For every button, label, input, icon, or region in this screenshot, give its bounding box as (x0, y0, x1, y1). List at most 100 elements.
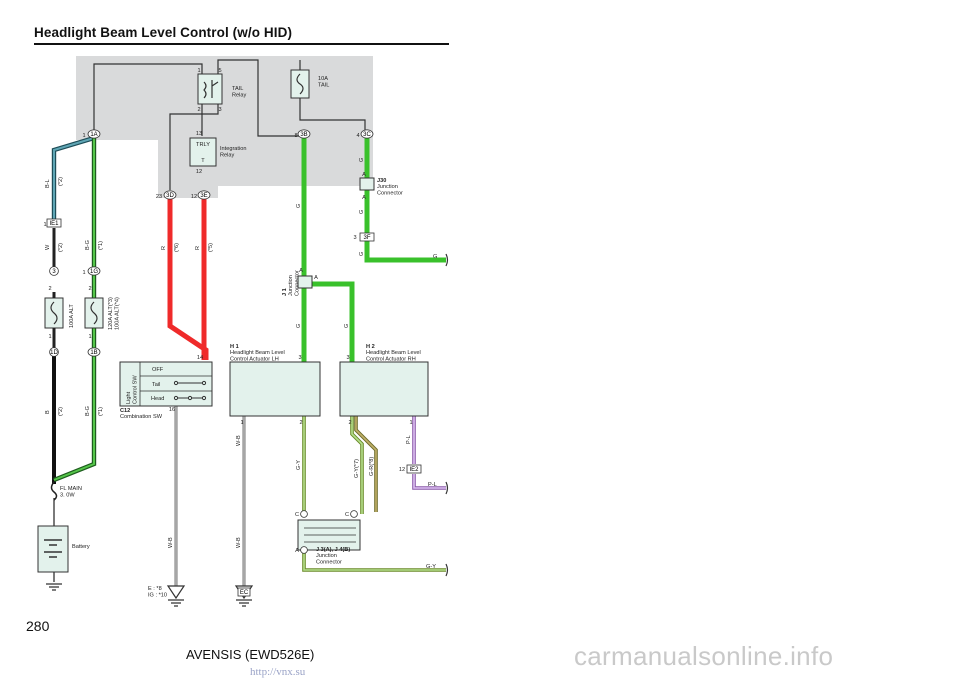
pin-h2-2: 2 (348, 420, 351, 426)
fuse-100a-alt (44, 292, 64, 348)
label-light-sw: LightControl SW (126, 375, 138, 404)
wire-r-6 (167, 198, 209, 360)
pin-2-a: 2 (48, 286, 51, 292)
pin-1-b: 1 (43, 222, 46, 228)
watermark-url[interactable]: http://vnx.su (250, 666, 306, 678)
wire-g-j1 (304, 281, 355, 362)
label-h1-id: H 1 (230, 344, 239, 350)
badge-3f: 3F (359, 232, 375, 242)
wire-label-g-6: G (344, 324, 350, 328)
svg-text:3B: 3B (300, 132, 307, 138)
pin-h1-1: 1 (240, 420, 243, 426)
label-sw-head: Head (151, 396, 164, 402)
j3-j4-connector (297, 519, 361, 551)
pin-a-3: A (299, 268, 303, 274)
svg-text:3C: 3C (363, 132, 371, 138)
wire-label-b-l: B-L (45, 179, 51, 188)
wire-label-w-b-3: W-B (236, 537, 242, 548)
wire-b-g-lower (53, 356, 97, 483)
pin-1-e: 1 (88, 334, 91, 340)
badge-3b: 3B (297, 129, 311, 139)
wire-label-r-5: R (195, 246, 201, 250)
pin-23: 23 (156, 194, 162, 200)
pin-h1-2: 2 (299, 420, 302, 426)
combination-switch (119, 361, 213, 407)
pin-1-a: 1 (82, 133, 85, 139)
connector-badges: 1A 3B 3C 3D 3E IE1 3F 3 1G 1D 1B IE2 EC (46, 129, 422, 597)
relay-block-shade (76, 56, 373, 198)
badge-3d: 3D (163, 190, 177, 200)
pin-a-1: A (362, 172, 366, 178)
top-wires (93, 59, 366, 190)
j1-connector (297, 275, 313, 289)
pin-3-j: 3 (353, 235, 356, 241)
fuse-120a-alt (84, 297, 104, 329)
wire-label-b-g2-note: (*1) (98, 407, 104, 416)
wire-label-p-l-out: P-L (428, 482, 437, 488)
wire-label-g-y-out: G-Y (426, 564, 436, 570)
wire-label-r-5-note: (*5) (208, 243, 214, 252)
wire-label-b-g2: B-G (85, 406, 91, 416)
badge-j3-a2 (350, 510, 358, 518)
label-j30-id: J30 (377, 178, 386, 184)
integration-relay (189, 137, 217, 167)
svg-text:1B: 1B (90, 350, 97, 356)
svg-text:1D: 1D (50, 350, 58, 356)
wire-label-b: B (45, 410, 51, 414)
pin-16: 16 (169, 407, 175, 413)
pin-14: 14 (197, 355, 203, 361)
badge-1g: 1G (87, 266, 101, 276)
label-fuse-alt: 100A ALT (69, 304, 75, 328)
wire-label-w-b-1: W-B (168, 537, 174, 548)
label-trly-t: T (201, 158, 205, 164)
wire-label-b-l-note: (*2) (58, 177, 64, 186)
badge-j3-a3 (300, 546, 308, 554)
h1-actuator (229, 361, 321, 417)
pin-12-c: 12 (399, 467, 405, 473)
label-fuse-alt2: 120A ALT(*3)100A ALT(*4) (108, 297, 120, 330)
svg-text:1G: 1G (90, 269, 98, 275)
badge-1a: 1A (87, 129, 101, 139)
badge-3: 3 (49, 266, 59, 276)
label-j3-id: J 3(A), J 4(B) (316, 547, 350, 553)
svg-text:IE2: IE2 (409, 467, 419, 473)
label-j1-id: J 1 (282, 288, 288, 296)
pin-h2-3: 3 (346, 355, 349, 361)
label-j1-name: JunctionConnector (288, 270, 300, 296)
label-c12-name: Combination SW (120, 414, 163, 420)
battery (37, 525, 69, 573)
wire-label-g-y: G-Y (296, 460, 302, 470)
wire-label-g-3: G (359, 158, 365, 162)
badge-ie1: IE1 (46, 218, 62, 228)
badge-3e: 3E (197, 190, 211, 200)
wire-label-w: W (45, 244, 51, 250)
label-sw-tail: Tail (152, 382, 160, 388)
tail-relay (197, 73, 223, 105)
svg-text:1A: 1A (90, 132, 97, 138)
svg-text:3F: 3F (363, 235, 370, 241)
wire-label-r-6-note: (*6) (174, 243, 180, 252)
badge-ec: EC (237, 587, 251, 597)
pin-relay-2: 2 (197, 107, 200, 113)
model-name: AVENSIS (EWD526E) (186, 647, 315, 662)
pin-c-2: C (345, 512, 349, 518)
title-rule (34, 43, 449, 45)
badge-3c: 3C (360, 129, 374, 139)
wire-label-r-6: R (161, 246, 167, 250)
pin-c-1: C (295, 512, 299, 518)
svg-text:3D: 3D (166, 193, 174, 199)
label-trly: TRLY (196, 142, 210, 148)
pin-a-4: A (314, 275, 318, 281)
pin-a-2: A (362, 195, 366, 201)
svg-text:EC: EC (240, 590, 249, 596)
svg-text:3E: 3E (200, 193, 207, 199)
wire-label-b-note: (*2) (58, 407, 64, 416)
wire-label-b-g-note: (*1) (98, 241, 104, 250)
pin-1-c: 1 (82, 270, 85, 276)
pin-13: 13 (196, 131, 202, 137)
